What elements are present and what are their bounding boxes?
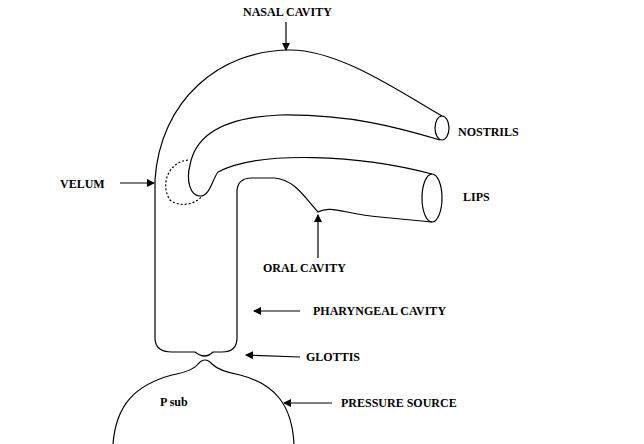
part-label: ORAL CAVITY xyxy=(263,261,346,275)
lips-opening xyxy=(422,174,442,222)
velum-dotted-position xyxy=(166,160,202,204)
leader-arrow xyxy=(254,310,300,311)
part-label: P sub xyxy=(160,395,188,409)
part-label: PRESSURE SOURCE xyxy=(341,396,457,410)
part-label: PHARYNGEAL CAVITY xyxy=(313,304,446,318)
part-label: LIPS xyxy=(463,190,490,204)
nostril-opening xyxy=(435,116,449,140)
part-label: NOSTRILS xyxy=(458,125,519,139)
part-label: NASAL CAVITY xyxy=(243,5,332,19)
leader-arrow xyxy=(317,215,318,258)
leader-arrow xyxy=(284,402,332,403)
part-label: GLOTTIS xyxy=(306,350,360,364)
nasal-lower-wall xyxy=(188,115,440,196)
part-label: VELUM xyxy=(60,177,105,191)
pressure-source-outline xyxy=(113,360,294,444)
leader-arrow xyxy=(246,355,300,357)
leader-arrow xyxy=(120,182,154,183)
leader-arrow xyxy=(285,22,286,50)
